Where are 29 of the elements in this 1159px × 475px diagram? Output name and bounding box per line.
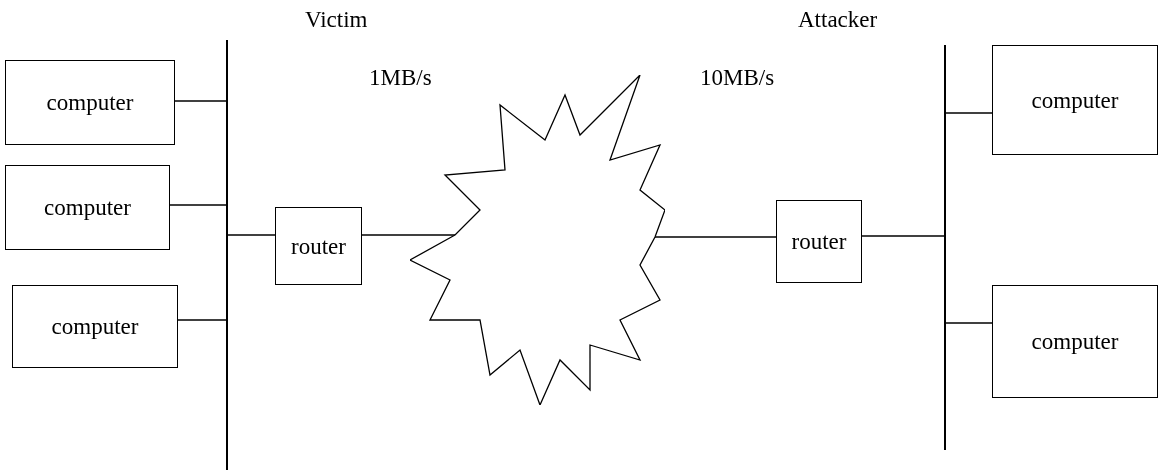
network-bus-line: [944, 45, 946, 450]
connector-line: [227, 234, 276, 236]
computer-box: [12, 285, 178, 368]
node-label: computer: [1031, 330, 1119, 353]
bandwidth-label: 1MB/s: [369, 66, 432, 89]
network-bus-line: [226, 40, 228, 470]
node-label: computer: [46, 91, 134, 114]
connector-line: [945, 112, 993, 114]
router-box: [275, 207, 362, 285]
computer-box: [5, 60, 175, 145]
bandwidth-label: 10MB/s: [700, 66, 775, 89]
connector-line: [654, 236, 777, 238]
network-label: Victim: [305, 8, 368, 31]
node-label: router: [791, 230, 847, 253]
connector-line: [945, 322, 993, 324]
connector-line: [174, 100, 227, 102]
computer-box: [5, 165, 170, 250]
node-label: computer: [51, 315, 139, 338]
connector-line: [361, 234, 456, 236]
connector-line: [177, 319, 227, 321]
node-label: computer: [44, 196, 131, 219]
computer-box: [992, 45, 1158, 155]
node-label: router: [291, 234, 346, 258]
node-label: computer: [1031, 88, 1119, 112]
computer-box: [992, 285, 1158, 398]
connector-line: [861, 235, 945, 237]
connector-line: [169, 204, 227, 206]
network-label: Attacker: [798, 8, 878, 31]
router-box: [776, 200, 862, 283]
